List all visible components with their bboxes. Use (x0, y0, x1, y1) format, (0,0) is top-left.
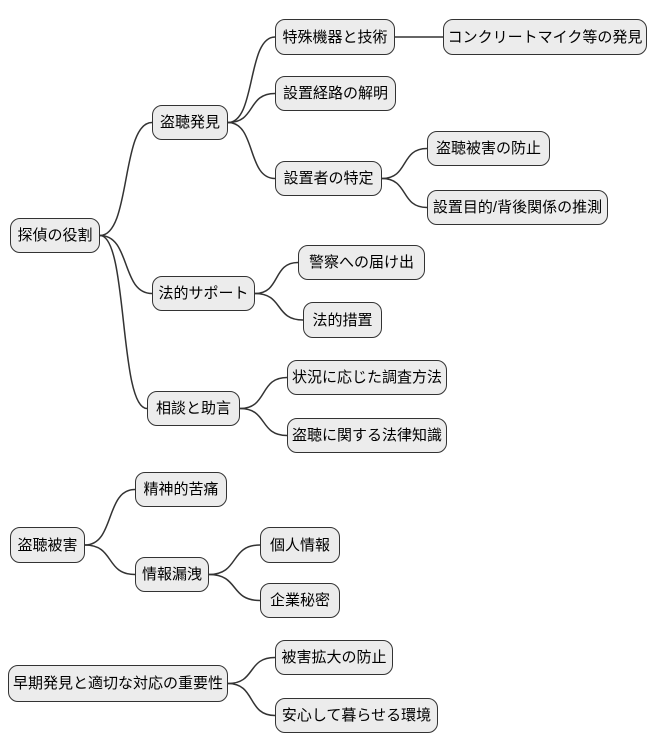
edge-early-detection-to-safe-living-environment (227, 682, 276, 717)
mindmap-node-wiretap-legal-knowledge: 盗聴に関する法律知識 (287, 418, 447, 453)
mindmap-node-police-report: 警察への届け出 (298, 245, 425, 280)
edge-detective-role-to-legal-support (99, 234, 153, 295)
mindmap-node-special-equipment: 特殊機器と技術 (275, 19, 395, 55)
edge-information-leak-to-personal-information (208, 544, 261, 576)
edge-wiretap-damage-to-mental-distress (84, 488, 136, 546)
mindmap-node-detective-role: 探偵の役割 (10, 218, 100, 253)
edge-detective-role-to-wiretap-discovery (99, 121, 153, 237)
mindmap-node-early-detection: 早期発見と適切な対応の重要性 (8, 665, 228, 702)
edge-wiretap-discovery-to-special-equipment (227, 36, 276, 124)
mindmap-node-installation-route: 設置経路の解明 (275, 76, 396, 111)
mindmap-node-corporate-secrets: 企業秘密 (260, 583, 340, 618)
edge-legal-support-to-police-report (254, 261, 299, 295)
edge-consultation-advice-to-investigation-methods (239, 376, 288, 410)
mindmap-node-legal-measures: 法的措置 (303, 302, 382, 338)
mindmap-node-damage-expansion-prevention: 被害拡大の防止 (275, 640, 393, 675)
edge-installer-identification-to-purpose-inference (381, 177, 428, 209)
mindmap-node-information-leak: 情報漏洩 (135, 557, 209, 592)
mindmap-node-installer-identification: 設置者の特定 (275, 161, 382, 196)
edge-installer-identification-to-wiretap-damage-prevention (381, 147, 428, 180)
edge-wiretap-discovery-to-installation-route (227, 92, 276, 124)
edge-consultation-advice-to-wiretap-legal-knowledge (239, 407, 288, 437)
mindmap-node-wiretap-discovery: 盗聴発見 (152, 105, 228, 140)
edge-early-detection-to-damage-expansion-prevention (227, 656, 276, 685)
edge-wiretap-discovery-to-installer-identification (227, 121, 276, 180)
edge-detective-role-to-consultation-advice (99, 234, 148, 410)
mindmap-node-consultation-advice: 相談と助言 (147, 391, 240, 426)
mindmap-node-personal-information: 個人情報 (260, 527, 340, 563)
mindmap-node-wiretap-damage: 盗聴被害 (10, 527, 85, 563)
edge-information-leak-to-corporate-secrets (208, 573, 261, 602)
mindmap-node-legal-support: 法的サポート (152, 276, 255, 311)
mindmap-node-concrete-mic-discovery: コンクリートマイク等の発見 (443, 19, 647, 55)
mindmap-node-wiretap-damage-prevention: 盗聴被害の防止 (427, 131, 550, 166)
mindmap-node-safe-living-environment: 安心して暮らせる環境 (275, 698, 438, 733)
mindmap-node-investigation-methods: 状況に応じた調査方法 (287, 360, 447, 395)
mindmap-node-mental-distress: 精神的苦痛 (135, 472, 227, 507)
edge-wiretap-damage-to-information-leak (84, 544, 136, 576)
edge-legal-support-to-legal-measures (254, 292, 304, 321)
mindmap-node-purpose-inference: 設置目的/背後関係の推測 (427, 190, 608, 225)
